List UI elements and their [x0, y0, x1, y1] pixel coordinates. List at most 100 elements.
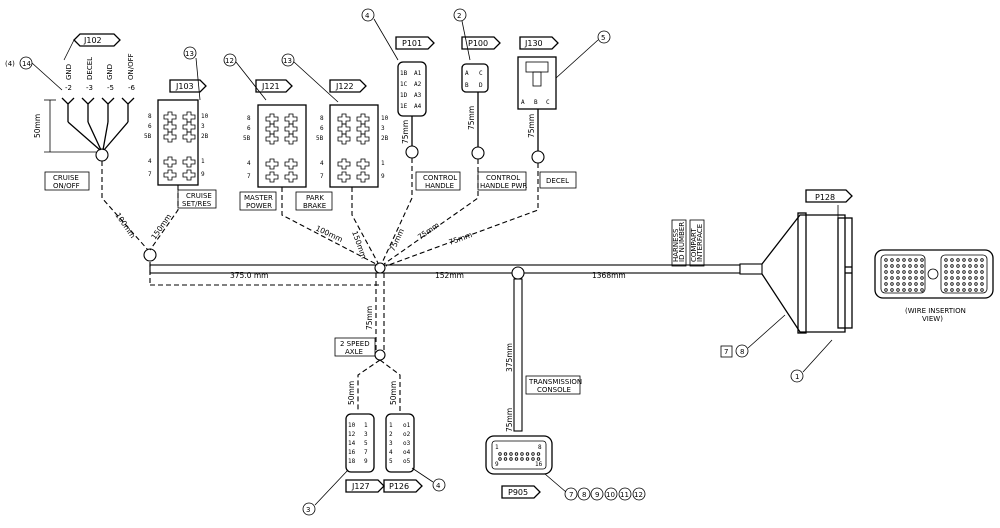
svg-text:HANDLE PWR: HANDLE PWR [480, 182, 527, 190]
cavity-dot [968, 258, 972, 262]
svg-text:9: 9 [495, 461, 499, 468]
svg-text:o5: o5 [403, 458, 411, 465]
j102-connector: J102 (4) 14 GND DECEL GND ON/OFF -2 -3 -… [5, 33, 136, 191]
cavity-dot [956, 264, 960, 268]
cavity-dot [950, 288, 954, 292]
cavity-dot [920, 282, 924, 286]
cavity-dot [531, 452, 535, 456]
svg-text:1: 1 [795, 373, 799, 381]
svg-text:P100: P100 [468, 39, 488, 48]
svg-text:6: 6 [320, 125, 324, 132]
svg-text:8: 8 [538, 444, 542, 451]
cavity-dot [962, 264, 966, 268]
svg-text:o2: o2 [403, 431, 411, 438]
svg-text:PARK: PARK [306, 194, 324, 202]
cavity-dot [884, 270, 888, 274]
cavity-dot [968, 264, 972, 268]
svg-text:100mm: 100mm [314, 224, 344, 244]
cavity-dot [920, 264, 924, 268]
terminal-cavities [163, 111, 196, 181]
cavity-dot [896, 276, 900, 280]
cavity-dot [920, 258, 924, 262]
svg-text:50mm: 50mm [33, 114, 42, 138]
svg-text:7: 7 [364, 449, 368, 456]
svg-text:3: 3 [306, 506, 310, 514]
cavity-dot [902, 264, 906, 268]
cavity-dot [896, 282, 900, 286]
cavity-dot [962, 288, 966, 292]
wire-insertion-view: (WIRE INSERTION VIEW) [874, 249, 994, 323]
cavity-dot [920, 270, 924, 274]
svg-text:1: 1 [201, 158, 205, 165]
cavity-dot [974, 282, 978, 286]
cavity-dot [962, 270, 966, 274]
cavity-dot [908, 282, 912, 286]
svg-text:ID NUMBER: ID NUMBER [678, 222, 686, 262]
svg-text:C: C [546, 99, 550, 106]
svg-text:75mm: 75mm [527, 114, 536, 138]
svg-text:C: C [479, 70, 483, 77]
svg-text:P101: P101 [402, 39, 422, 48]
transmission-branch: 375mm 75mm TRANSMISSION CONSOLE [505, 278, 582, 432]
cavity-dot [884, 282, 888, 286]
cavity-dot [920, 276, 924, 280]
cavity-dot [950, 276, 954, 280]
cavity-dot [980, 258, 984, 262]
cavity-dot [509, 457, 513, 461]
cavity-dot [503, 452, 508, 456]
svg-text:CONTROL: CONTROL [423, 174, 457, 182]
svg-text:4: 4 [389, 449, 393, 456]
cavity-dot [974, 276, 978, 280]
cavity-dot [525, 452, 530, 456]
cavity-dot [890, 270, 894, 274]
cavity-dot [974, 288, 978, 292]
svg-text:1: 1 [381, 160, 385, 167]
svg-text:1D: 1D [400, 92, 408, 99]
cavity-dot [902, 258, 906, 262]
svg-text:14: 14 [22, 60, 31, 68]
svg-text:14: 14 [348, 440, 356, 447]
cavity-dot [498, 452, 502, 456]
j127-connector: 10 12 14 16 18 1 3 5 7 9 J127 3 [302, 413, 385, 516]
cavity-dot [968, 276, 972, 280]
svg-text:1: 1 [389, 422, 393, 429]
svg-text:7: 7 [724, 348, 728, 356]
svg-text:6: 6 [247, 125, 251, 132]
svg-text:75mm: 75mm [416, 220, 441, 241]
svg-text:4: 4 [436, 482, 441, 490]
svg-text:1: 1 [495, 444, 499, 451]
cavity-dot [914, 270, 918, 274]
cavity-dot [968, 270, 972, 274]
cavity-dot [974, 264, 978, 268]
cavity-dot [980, 276, 984, 280]
cavity-dot [974, 258, 978, 262]
cavity-dot [914, 276, 918, 280]
cavity-dot [902, 276, 906, 280]
cavity-dot [890, 264, 894, 268]
svg-text:COMPART: COMPART [690, 228, 698, 262]
svg-text:BRAKE: BRAKE [303, 202, 326, 210]
svg-text:5B: 5B [144, 133, 152, 140]
j103-connector: J103 13 8 6 5B 4 7 10 3 2B 1 9 CRUISE SE… [144, 46, 217, 209]
svg-text:150mm: 150mm [350, 230, 368, 260]
svg-text:1B: 1B [400, 70, 408, 77]
svg-text:P905: P905 [508, 488, 528, 497]
svg-text:8: 8 [582, 491, 586, 499]
svg-text:J103: J103 [175, 82, 194, 91]
cavity-dot [968, 288, 972, 292]
cavity-dot [890, 258, 894, 262]
cavity-dot [920, 288, 924, 292]
svg-text:CRUISE: CRUISE [186, 192, 212, 200]
j122-connector: J122 13 8 6 5B 4 7 10 3 2B 1 9 PARK BRAK… [281, 53, 389, 211]
svg-text:7: 7 [569, 491, 573, 499]
two-speed-axle-branch: 75mm 2 SPEED AXLE 50mm 50mm [334, 273, 401, 412]
p128-callouts: 7 8 1 [720, 314, 833, 383]
svg-text:12: 12 [634, 491, 643, 499]
svg-text:2: 2 [389, 431, 393, 438]
svg-text:18: 18 [348, 458, 356, 465]
harness-id-box: HARNESS ID NUMBER COMPART INTERFACE [671, 219, 705, 267]
svg-text:150mm: 150mm [149, 212, 173, 241]
svg-text:TRANSMISSION: TRANSMISSION [528, 378, 582, 386]
svg-text:GND: GND [106, 64, 114, 80]
